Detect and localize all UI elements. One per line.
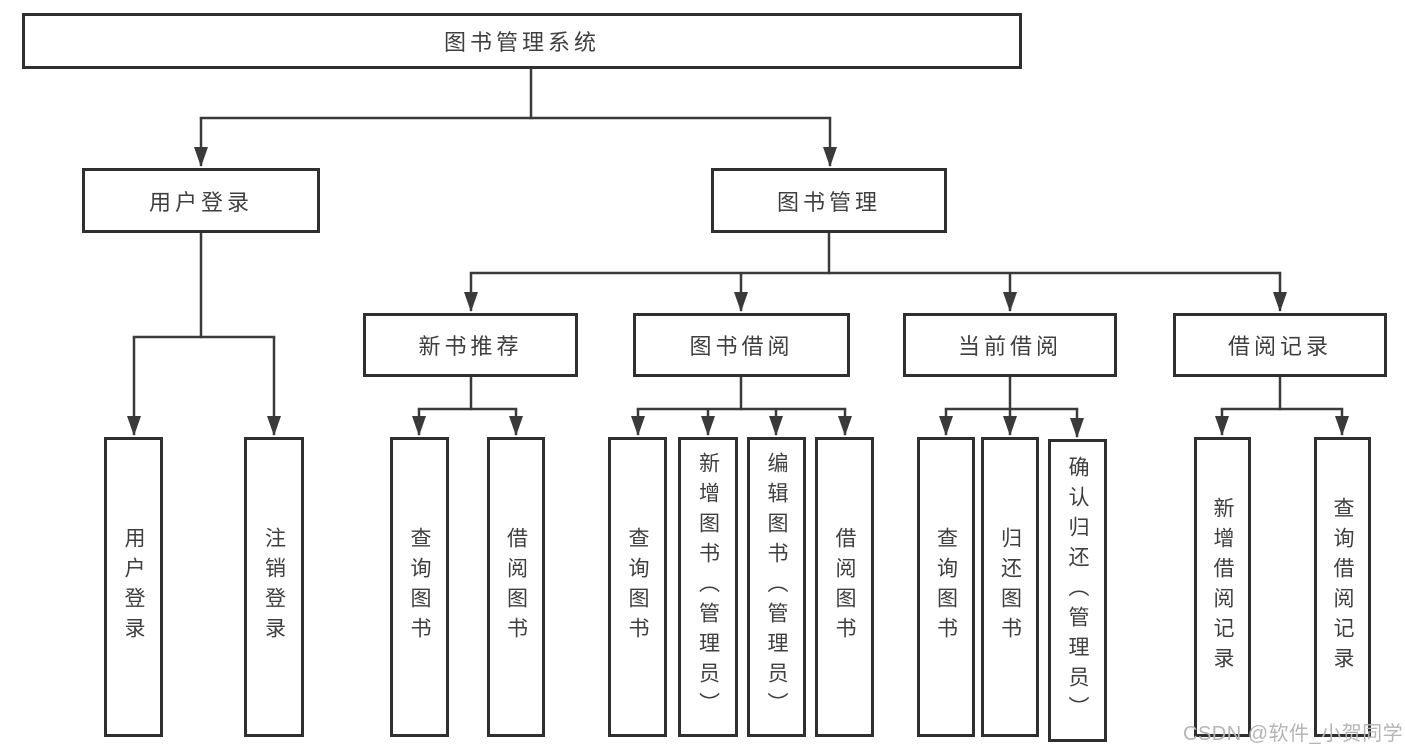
node-label: 用户登录 xyxy=(148,189,253,215)
node-label: 新增借阅记录 xyxy=(1211,497,1234,677)
leaf-add-borrow-record: 新增借阅记录 xyxy=(1194,437,1251,737)
leaf-user-login: 用户登录 xyxy=(104,437,163,737)
leaf-add-books-admin: 新增图书（管理员） xyxy=(678,437,738,737)
leaf-logout: 注销登录 xyxy=(244,437,304,737)
connector-current-children xyxy=(939,377,1084,438)
node-label: 借阅记录 xyxy=(1227,334,1332,359)
node-label: 当前借阅 xyxy=(957,334,1062,359)
node-book-borrowing: 图书借阅 xyxy=(633,313,850,377)
leaf-query-borrow-record: 查询借阅记录 xyxy=(1314,437,1371,737)
node-label: 借阅图书 xyxy=(504,527,528,647)
node-label: 注销登录 xyxy=(262,527,286,647)
leaf-query-books-borrowing: 查询图书 xyxy=(608,437,667,737)
node-label: 归还图书 xyxy=(998,527,1022,647)
connector-user-login-children xyxy=(127,233,281,436)
node-label: 图书管理 xyxy=(776,189,881,215)
leaf-confirm-return-admin: 确认归还（管理员） xyxy=(1048,439,1107,742)
node-library-management-system: 图书管理系统 xyxy=(22,13,1022,69)
connector-root-to-level2 xyxy=(194,68,837,167)
connector-records-children xyxy=(1215,377,1349,436)
node-label: 查询图书 xyxy=(934,527,958,647)
leaf-borrow-books-borrowing: 借阅图书 xyxy=(815,437,874,737)
node-label: 查询图书 xyxy=(408,527,431,647)
leaf-borrow-books-recommend: 借阅图书 xyxy=(487,437,545,737)
connector-new-rec-children xyxy=(412,377,523,436)
node-label: 确认归还（管理员） xyxy=(1066,455,1089,726)
csdn-watermark: CSDN @软件_小贺同学 xyxy=(1183,723,1404,745)
connector-borrowing-children xyxy=(631,377,852,436)
node-borrowing-records: 借阅记录 xyxy=(1173,313,1387,377)
node-label: 用户登录 xyxy=(122,527,145,647)
leaf-return-books: 归还图书 xyxy=(981,437,1039,737)
node-book-management: 图书管理 xyxy=(711,168,947,233)
node-label: 查询借阅记录 xyxy=(1331,497,1354,677)
node-label: 图书借阅 xyxy=(689,334,794,359)
leaf-edit-books-admin: 编辑图书（管理员） xyxy=(747,437,806,737)
node-label: 借阅图书 xyxy=(833,527,856,647)
node-label: 查询图书 xyxy=(626,527,649,647)
leaf-query-books-current: 查询图书 xyxy=(917,437,975,737)
leaf-query-books-recommend: 查询图书 xyxy=(390,437,449,737)
node-label: 新增图书（管理员） xyxy=(696,452,720,722)
node-user-login: 用户登录 xyxy=(82,168,320,233)
node-new-book-recommend: 新书推荐 xyxy=(363,313,578,377)
node-label: 图书管理系统 xyxy=(443,30,600,55)
connector-book-mgmt-children xyxy=(464,233,1287,312)
node-label: 编辑图书（管理员） xyxy=(765,452,788,722)
node-current-borrowing: 当前借阅 xyxy=(903,313,1117,377)
node-label: 新书推荐 xyxy=(418,334,523,359)
